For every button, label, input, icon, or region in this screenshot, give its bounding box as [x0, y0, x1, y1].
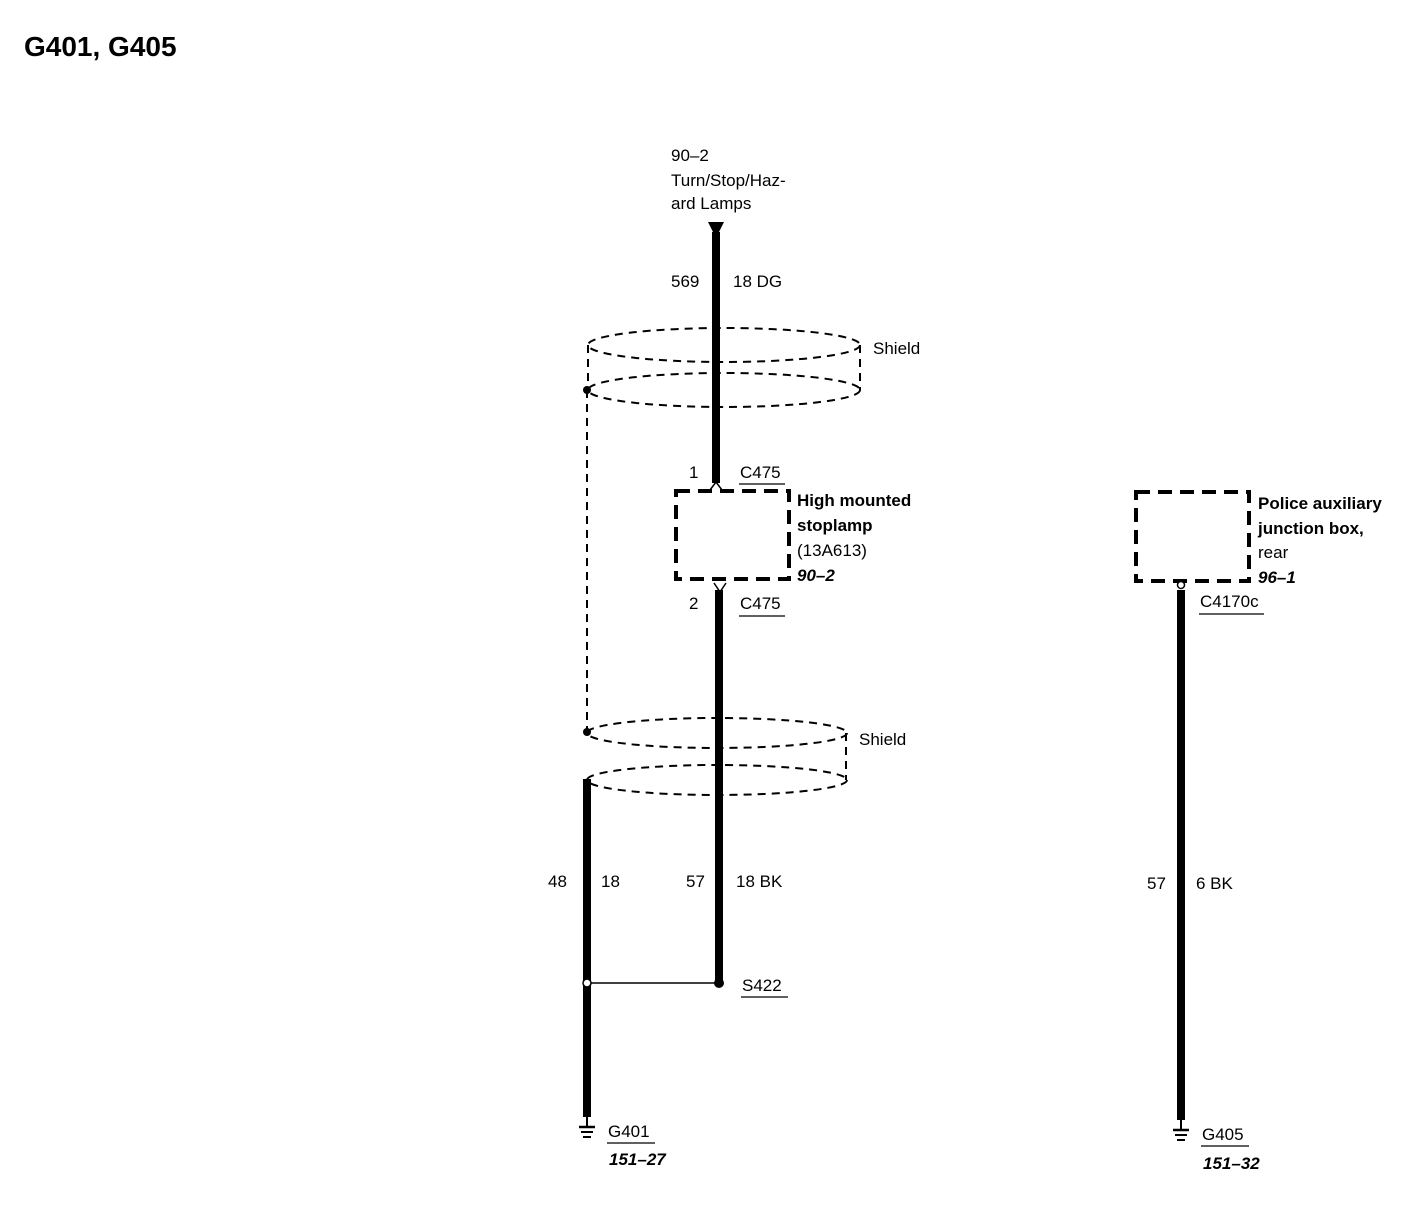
- ground-g401-icon: [579, 1117, 595, 1138]
- source-ref-line2: ard Lamps: [671, 194, 751, 213]
- junction-box-connector-pin: [1176, 580, 1186, 590]
- junction-box-page-ref: 96–1: [1258, 568, 1296, 587]
- stoplamp-box: [674, 489, 791, 581]
- stoplamp-page-ref: 90–2: [797, 566, 835, 585]
- connector-top-arrow-icon: [709, 480, 723, 491]
- lower-shield: Shield: [586, 717, 906, 796]
- stoplamp-pin-bottom: 2: [689, 594, 698, 613]
- junction-box-name-line3: rear: [1258, 543, 1289, 562]
- upper-shield-label: Shield: [873, 339, 920, 358]
- wire-57-6bk-gauge: 6 BK: [1196, 874, 1234, 893]
- stoplamp-name-line1: High mounted: [797, 491, 911, 510]
- source-ref-line1: Turn/Stop/Haz-: [671, 171, 786, 190]
- upper-shield: Shield: [587, 327, 920, 408]
- wire-569-circuit: 569: [671, 272, 699, 291]
- splice-junction: [582, 978, 592, 988]
- ground-g405-icon: [1173, 1120, 1189, 1141]
- wire-48-gauge: 18: [601, 872, 620, 891]
- wire-57-6bk-circuit: 57: [1147, 874, 1166, 893]
- junction-box-name-line1: Police auxiliary: [1258, 494, 1382, 513]
- stoplamp-pin-top: 1: [689, 463, 698, 482]
- ground-g401-label: G401: [608, 1122, 650, 1141]
- ground-g401-page-ref: 151–27: [609, 1150, 667, 1169]
- stoplamp-connector-bottom: C475: [740, 594, 781, 613]
- splice-dot: [714, 978, 724, 988]
- junction-box: [1134, 490, 1251, 583]
- source-ref-number: 90–2: [671, 146, 709, 165]
- wire-57-circuit: 57: [686, 872, 705, 891]
- stoplamp-name-line2: stoplamp: [797, 516, 873, 535]
- lower-shield-label: Shield: [859, 730, 906, 749]
- wire-48-circuit: 48: [548, 872, 567, 891]
- stoplamp-connector-top: C475: [740, 463, 781, 482]
- splice-label: S422: [742, 976, 782, 995]
- stoplamp-part: (13A613): [797, 541, 867, 560]
- wire-57-gauge: 18 BK: [736, 872, 783, 891]
- ground-g405-label: G405: [1202, 1125, 1244, 1144]
- lower-shield-drain-dot: [583, 728, 591, 736]
- source-arrow-icon: [708, 222, 724, 238]
- junction-box-connector: C4170c: [1200, 592, 1259, 611]
- ground-g405-page-ref: 151–32: [1203, 1154, 1260, 1173]
- source-reference: 90–2 Turn/Stop/Haz- ard Lamps: [671, 146, 786, 213]
- junction-box-name-line2: junction box,: [1257, 519, 1364, 538]
- diagram-title: G401, G405: [24, 31, 177, 62]
- wire-569-gauge: 18 DG: [733, 272, 782, 291]
